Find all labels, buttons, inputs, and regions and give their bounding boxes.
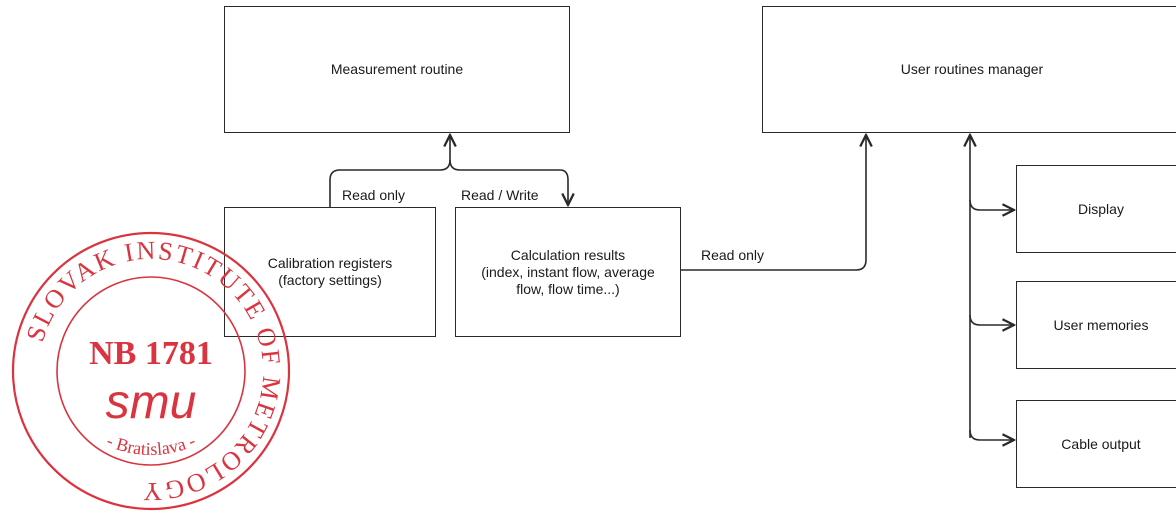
measurement-routine-box: Measurement routine <box>224 6 570 133</box>
read-only-connector-user-manager <box>681 135 866 271</box>
user-memories-label: User memories <box>1053 316 1149 333</box>
cable-output-box: Cable output <box>1016 400 1176 488</box>
bus-to-cable-connector <box>969 429 1014 440</box>
user-routines-manager-box: User routines manager <box>762 6 1176 133</box>
display-box: Display <box>1016 165 1176 253</box>
calibration-registers-label: Calibration registers (factory settings) <box>267 255 393 288</box>
read-write-connector-calculation <box>449 159 568 205</box>
svg-text:smu: smu <box>106 376 197 429</box>
read-write-label: Read / Write <box>461 187 539 203</box>
user-memories-box: User memories <box>1016 281 1176 369</box>
calculation-results-label: Calculation results (index, instant flow… <box>481 246 655 297</box>
metrology-institute-stamp: SLOVAK INSTITUTE OF METROLOGY NB 1781 sm… <box>11 231 291 511</box>
read-only-label-calibration: Read only <box>342 187 406 203</box>
svg-text:NB 1781: NB 1781 <box>89 335 213 372</box>
display-label: Display <box>1078 200 1124 217</box>
user-routines-manager-label: User routines manager <box>900 61 1044 77</box>
calibration-registers-box: Calibration registers (factory settings) <box>224 207 436 337</box>
read-only-label-user-manager: Read only <box>701 247 765 263</box>
bus-to-display-connector <box>969 199 1014 210</box>
read-only-connector-calibration <box>329 135 450 207</box>
svg-text:- Bratislava -: - Bratislava - <box>104 430 198 459</box>
measurement-routine-label: Measurement routine <box>330 61 464 77</box>
calculation-results-box: Calculation results (index, instant flow… <box>455 207 681 337</box>
cable-output-label: Cable output <box>1061 435 1141 452</box>
bus-to-memories-connector <box>969 314 1014 325</box>
